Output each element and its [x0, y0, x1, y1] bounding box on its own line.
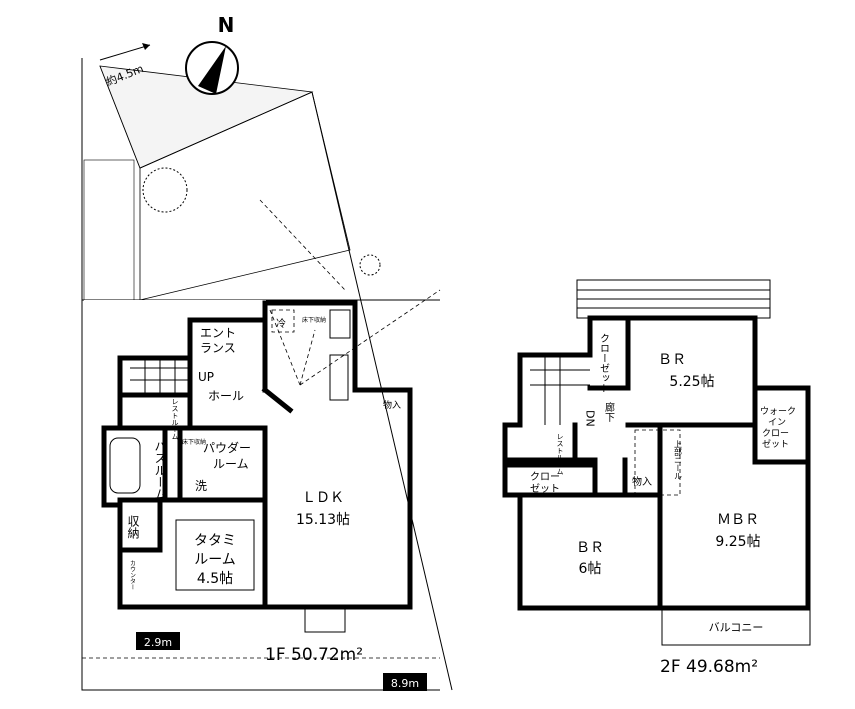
room-br1-2: 5.25帖: [669, 374, 714, 390]
room-ldk-1: ＬＤＫ: [302, 490, 344, 506]
floor1-title: 1F 50.72m²: [265, 645, 363, 665]
room-entrance-2: ランス: [200, 341, 236, 355]
north-compass: N: [185, 13, 239, 95]
room-storage-2f: 物入: [632, 475, 652, 488]
room-bath: バスルーム: [153, 440, 167, 500]
room-toilet-2f: レストルーム: [556, 433, 564, 475]
balcony-label: バルコニー: [709, 621, 764, 634]
room-closet-1f: 物入: [383, 399, 401, 411]
room-closet2-1: クロー: [530, 471, 560, 483]
floor2-title: 2F 49.68m²: [660, 657, 758, 677]
room-powder-1: パウダー: [203, 440, 251, 455]
underfloor-storage-1: 床下収納: [182, 438, 206, 446]
room-entrance-1: エント: [200, 326, 236, 340]
room-wic-4: ゼット: [762, 438, 789, 450]
room-br1-1: ＢＲ: [658, 352, 686, 368]
room-powder-2: ルーム: [213, 457, 249, 471]
void-label: 上部ニール: [674, 440, 683, 480]
floor1-labels: エント ランス UP ホール レストルーム バスルーム 床下収納 パウダー ルー…: [126, 316, 401, 665]
washer-label: 洗: [195, 479, 207, 493]
floor1-plan: [84, 300, 413, 633]
room-closet2-2: ゼット: [530, 483, 560, 495]
room-storage-1f: 収納: [126, 515, 140, 539]
stairs-down-label: DN: [584, 410, 597, 427]
dim-bottom-label: 8.9m: [391, 677, 419, 690]
floor2-labels: ＢＲ 5.25帖 クローゼット DN 廊下 レストルーム クロー ゼット 物入 …: [530, 333, 796, 677]
room-hall: ホール: [208, 389, 244, 403]
fridge-label: 冷: [276, 317, 286, 330]
room-br2-2: 6帖: [579, 561, 602, 577]
room-toilet-1f: レストルーム: [171, 398, 179, 440]
room-tatami-2: ルーム: [194, 552, 236, 568]
room-closet1-2f: クローゼット: [598, 333, 610, 393]
room-mbr-2: 9.25帖: [715, 534, 760, 550]
room-tatami-3: 4.5帖: [197, 571, 233, 587]
room-hallway: 廊下: [603, 401, 615, 423]
compass-label: N: [218, 13, 235, 37]
dim-left-badge: [136, 632, 180, 650]
room-tatami-1: タタミ: [194, 533, 236, 549]
dim-left-label: 2.9m: [144, 636, 172, 649]
room-wic-3: クロー: [762, 428, 789, 439]
underfloor-storage-2: 床下収納: [302, 316, 326, 324]
room-mbr-1: ＭＢＲ: [717, 512, 759, 528]
room-br2-1: ＢＲ: [576, 540, 604, 556]
stairs-up-label: UP: [198, 370, 214, 384]
room-wic-1: ウォーク: [760, 406, 796, 417]
counter-label: カウンター: [129, 560, 136, 590]
road-arrow: [99, 44, 151, 61]
room-ldk-2: 15.13帖: [296, 512, 350, 528]
room-wic-2: イン: [768, 418, 786, 428]
dim-bottom-badge: [383, 673, 427, 691]
floor2-plan: [502, 279, 811, 646]
